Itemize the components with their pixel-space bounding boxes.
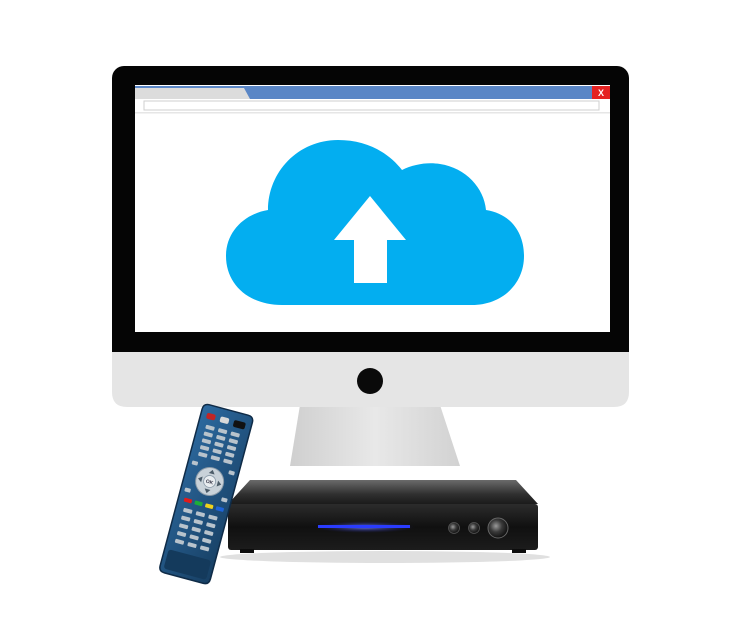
red-key[interactable] <box>183 497 193 504</box>
remote-input-button[interactable] <box>233 420 246 430</box>
remote-nav-pad[interactable]: OK <box>192 464 226 498</box>
box-top <box>228 480 538 504</box>
close-button-label: X <box>598 88 604 98</box>
remote-ok-button[interactable] <box>202 474 217 489</box>
close-button-bg <box>592 86 610 99</box>
power-button[interactable] <box>357 368 383 394</box>
set-top-box <box>220 480 550 563</box>
toolbar-divider <box>135 112 610 114</box>
box-button-1[interactable] <box>448 522 460 534</box>
box-shadow <box>220 551 550 563</box>
tv-remote-icon: OK <box>159 403 254 585</box>
box-button-2[interactable] <box>468 522 480 534</box>
blue-key[interactable] <box>215 506 224 512</box>
monitor-stand <box>290 405 460 466</box>
browser-window: X <box>135 85 610 332</box>
remote-side-key[interactable] <box>228 470 235 476</box>
remote-color-keys <box>183 497 224 512</box>
close-button[interactable]: X <box>592 86 610 99</box>
remote-side-key[interactable] <box>221 497 228 503</box>
box-foot-right <box>512 549 526 553</box>
remote-side-key[interactable] <box>191 460 199 466</box>
address-bar[interactable] <box>143 100 600 111</box>
remote-keypad <box>198 424 240 465</box>
remote-side-key[interactable] <box>184 487 191 493</box>
remote-bottom-cap <box>164 549 211 580</box>
up-arrow-icon <box>334 196 406 283</box>
indicator-light <box>318 525 410 528</box>
box-knob[interactable] <box>487 517 509 539</box>
box-foot-left <box>240 549 254 553</box>
browser-titlebar <box>135 86 610 99</box>
remote-power-button[interactable] <box>206 412 216 421</box>
yellow-key[interactable] <box>205 503 214 509</box>
browser-tab[interactable] <box>135 88 250 99</box>
remote-lower-keys <box>174 507 218 552</box>
green-key[interactable] <box>194 500 203 507</box>
remote-mute-button[interactable] <box>219 416 230 424</box>
cloud-upload-icon <box>226 140 524 305</box>
remote-ok-label: OK <box>205 479 214 487</box>
